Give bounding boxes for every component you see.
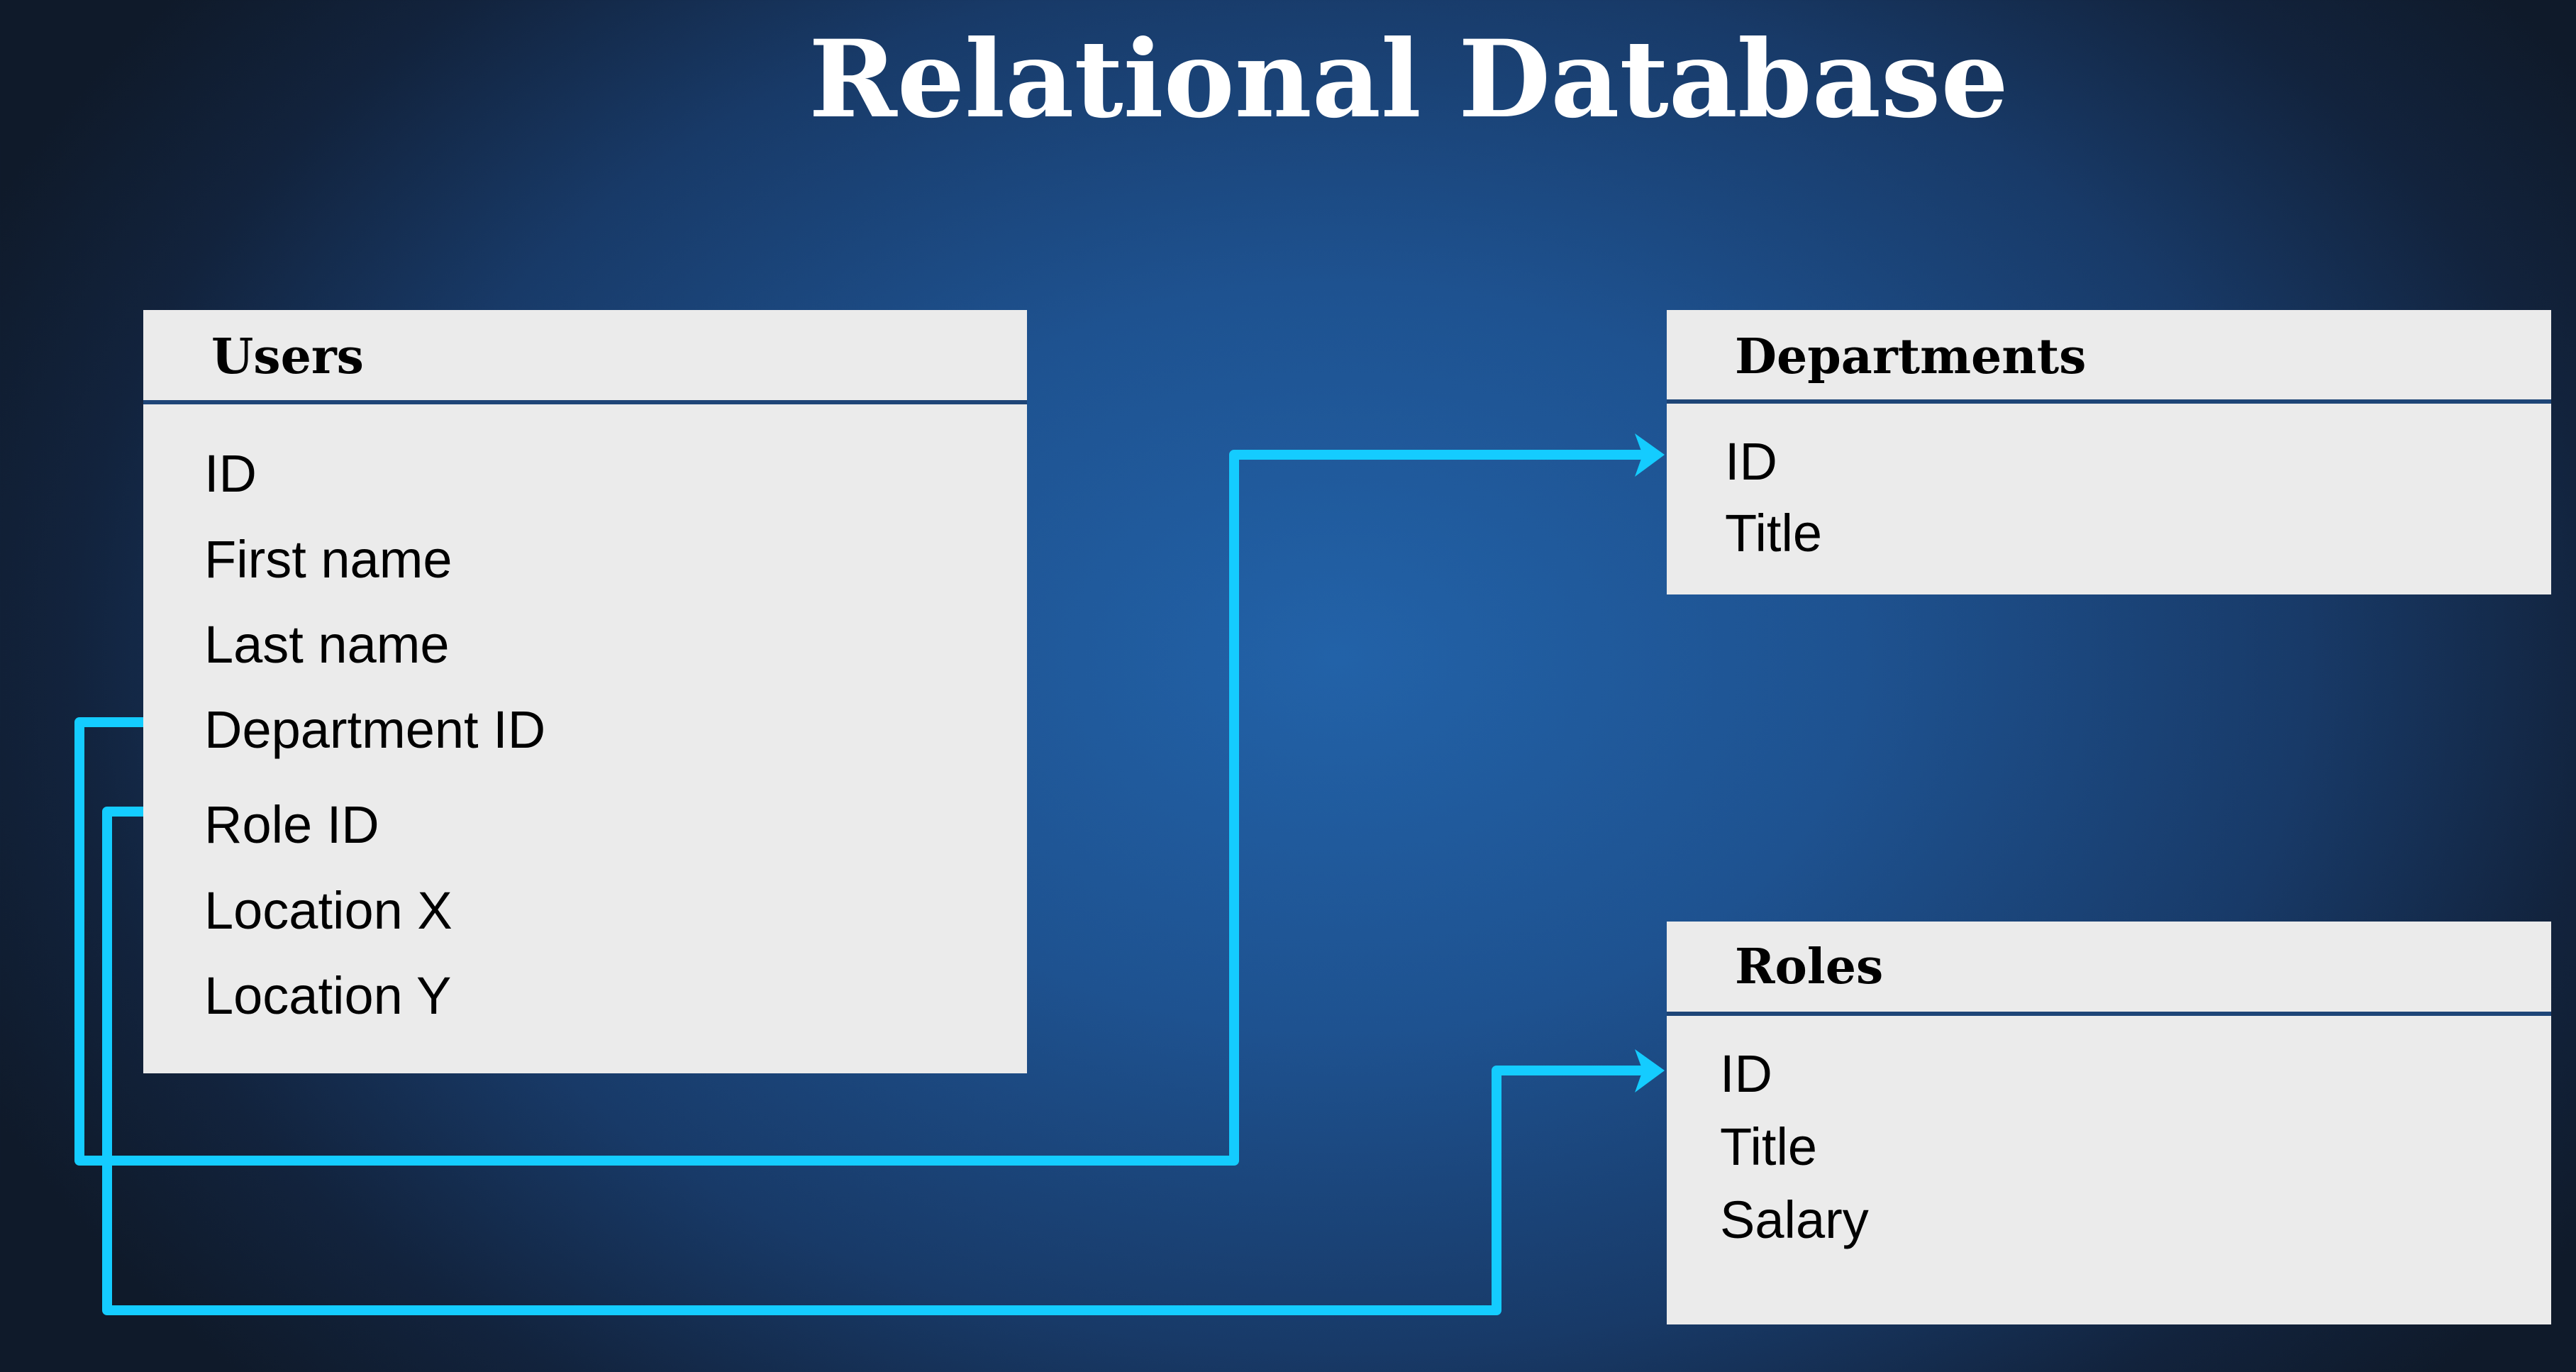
field-salary: Salary bbox=[1720, 1190, 1869, 1249]
field-id: ID bbox=[1720, 1044, 1772, 1103]
header-divider bbox=[1667, 399, 2551, 404]
field-title: Title bbox=[1725, 504, 1823, 563]
field-role-id: Role ID bbox=[204, 795, 379, 854]
arrow-right-icon bbox=[1635, 1049, 1665, 1092]
connector-role bbox=[102, 807, 1645, 1315]
table-body: ID First name Last name Department ID Ro… bbox=[143, 404, 1027, 1073]
field-last-name: Last name bbox=[204, 615, 450, 674]
connector-department bbox=[74, 450, 1645, 1166]
field-first-name: First name bbox=[204, 530, 453, 589]
arrow-right-icon bbox=[1635, 433, 1665, 477]
table-header: Departments bbox=[1667, 310, 2551, 399]
field-id: ID bbox=[204, 444, 257, 503]
field-id: ID bbox=[1725, 432, 1777, 491]
header-divider bbox=[1667, 1012, 2551, 1016]
page-title: Relational Database bbox=[809, 17, 2009, 142]
field-department-id: Department ID bbox=[204, 700, 546, 759]
table-body: ID Title Salary bbox=[1667, 1016, 2551, 1324]
table-name: Roles bbox=[1735, 939, 1884, 995]
table-users: Users ID First name Last name Department… bbox=[143, 310, 1027, 1073]
field-location-y: Location Y bbox=[204, 966, 452, 1025]
header-divider bbox=[143, 400, 1027, 404]
field-location-x: Location X bbox=[204, 881, 453, 940]
table-header: Users bbox=[143, 310, 1027, 400]
table-roles: Roles ID Title Salary bbox=[1667, 922, 2551, 1324]
table-departments: Departments ID Title bbox=[1667, 310, 2551, 594]
table-name: Departments bbox=[1735, 328, 2087, 385]
field-title: Title bbox=[1720, 1117, 1818, 1176]
table-name: Users bbox=[211, 328, 364, 385]
table-body: ID Title bbox=[1667, 404, 2551, 594]
table-header: Roles bbox=[1667, 922, 2551, 1012]
